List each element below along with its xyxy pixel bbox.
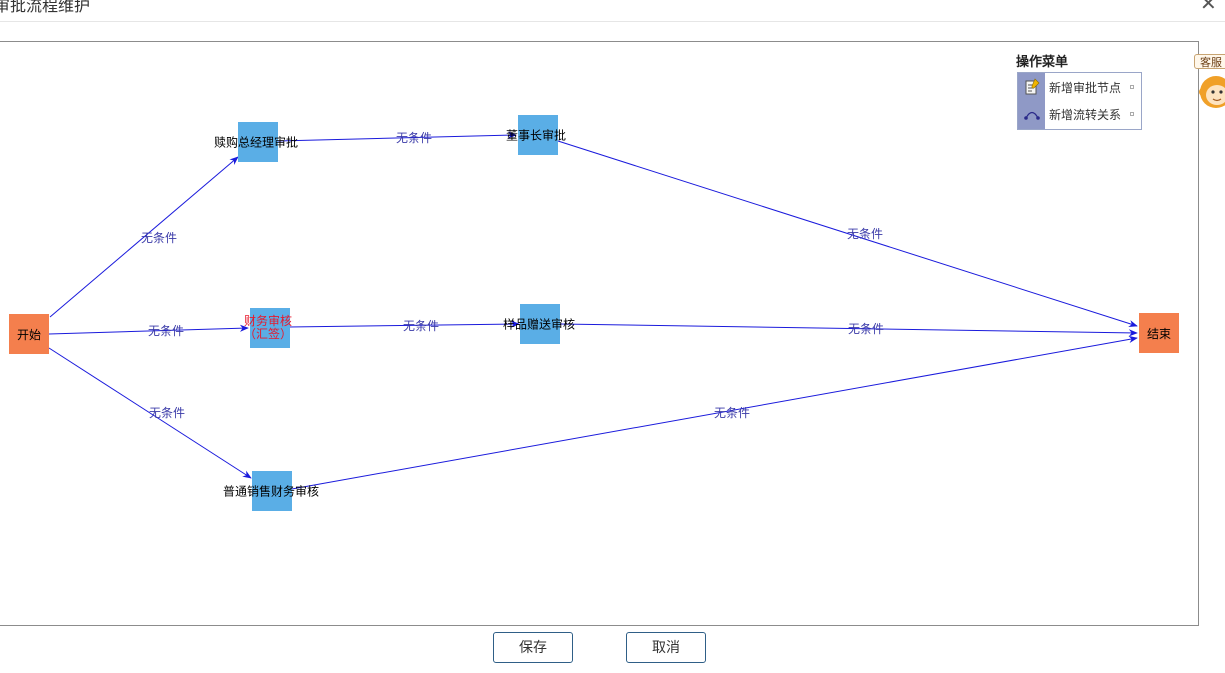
menu-item-marker [1130,85,1134,89]
node-purchase-gm[interactable] [238,122,278,162]
add-relation-icon [1024,111,1040,120]
dialog-title: 审批流程维护 [0,0,91,15]
node-sales-finance-label: 普通销售财务审核 [222,484,320,499]
node-finance-label: 财务审核 （汇签） [244,315,292,341]
menu-item-label: 新增审批节点 [1049,81,1122,95]
node-finance-label-line1: 财务审核 [243,314,293,328]
edge-start-sales [48,347,252,479]
menu-item-add-relation[interactable]: 新增流转关系 [1018,100,1141,127]
edge-label[interactable]: 无条件 [848,322,884,336]
node-sales-finance[interactable] [252,471,292,511]
edge-label[interactable]: 无条件 [714,406,750,420]
close-icon[interactable]: ✕ [1200,0,1217,15]
edge-purchase-chairman [277,131,517,142]
flow-canvas[interactable]: 无条件 无条件 无条件 无条件 无条件 无条件 无条件 无条件 开始 赎购总经理… [0,41,1199,626]
edge-chairman-end [557,140,1138,327]
menu-item-add-node[interactable]: 新增审批节点 [1018,73,1141,100]
cancel-button[interactable]: 取消 [626,632,706,663]
edge-label[interactable]: 无条件 [847,227,883,241]
node-chairman-label: 董事长审批 [505,128,567,143]
edge-sales-end [291,335,1138,490]
edge-start-finance [48,324,249,335]
customer-service-badge[interactable]: 客服 [1194,54,1225,69]
menu-item-label: 新增流转关系 [1049,108,1122,122]
operation-menu: 新增审批节点 新增流转关系 [1017,72,1142,130]
edge-sample-end [559,323,1138,337]
node-finance-label-line2: （汇签） [243,327,293,341]
save-button[interactable]: 保存 [493,632,573,663]
edge-start-purchase [49,156,239,318]
edge-label[interactable]: 无条件 [403,319,439,333]
node-end[interactable]: 结束 [1139,313,1179,353]
edge-label[interactable]: 无条件 [149,406,185,420]
edge-label[interactable]: 无条件 [141,231,177,245]
flow-edges: 无条件 无条件 无条件 无条件 无条件 无条件 无条件 无条件 [48,131,1138,490]
menu-title: 操作菜单 [1016,55,1069,70]
edge-label[interactable]: 无条件 [148,324,184,338]
edge-finance-sample [288,320,520,328]
node-start-label: 开始 [16,327,41,342]
edge-label[interactable]: 无条件 [396,131,432,145]
node-finance[interactable] [250,308,290,348]
node-sample-gift-label: 样品赠送审核 [502,317,576,332]
node-end-label: 结束 [1146,326,1171,341]
node-sample-gift[interactable] [520,304,560,344]
add-node-icon [1025,78,1040,95]
customer-service-mascot-icon[interactable] [1198,70,1225,112]
node-start[interactable]: 开始 [9,314,49,354]
title-divider [0,21,1225,22]
node-chairman[interactable] [518,115,558,155]
node-purchase-gm-label: 赎购总经理审批 [213,135,299,150]
menu-item-marker [1130,112,1134,116]
